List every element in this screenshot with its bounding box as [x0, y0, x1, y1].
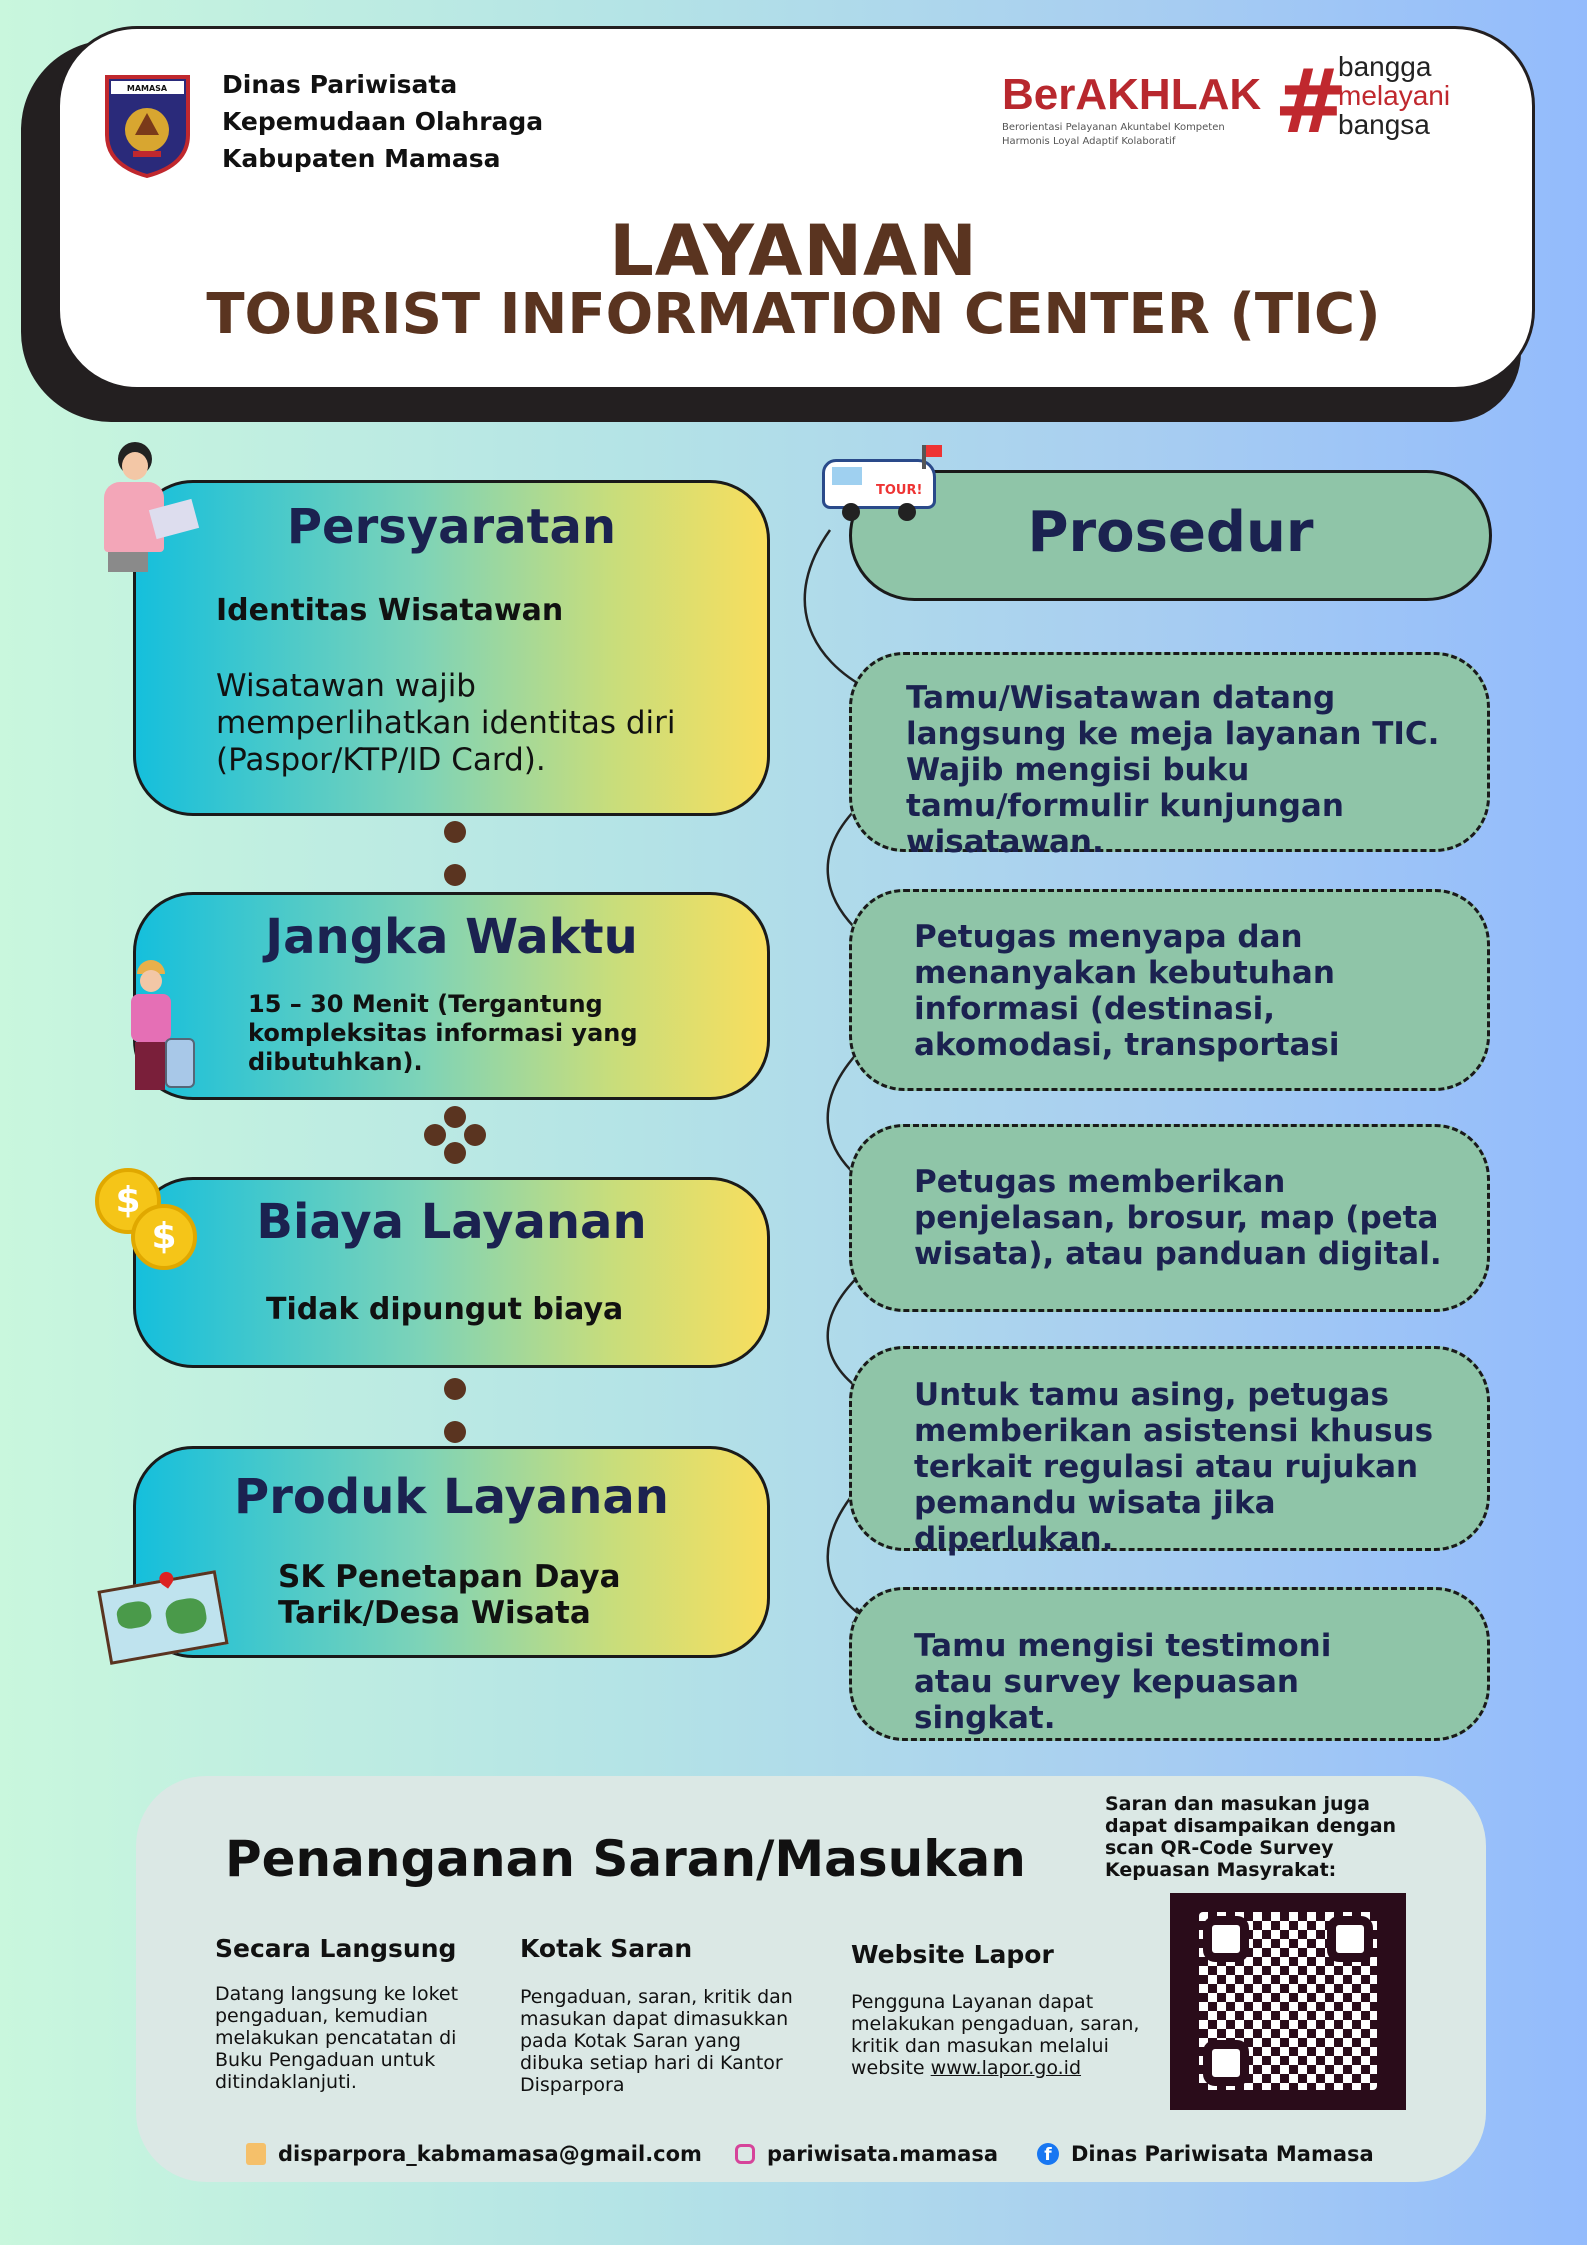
org-line: Dinas Pariwisata: [222, 70, 458, 99]
feedback-title: Penanganan Saran/Masukan: [225, 1830, 1026, 1888]
qr-caption: Saran dan masukan juga dapat disampaikan…: [1105, 1793, 1397, 1881]
produk-layanan-card: Produk Layanan SK Penetapan Daya Tarik/D…: [133, 1446, 770, 1658]
page-title: LAYANAN: [609, 210, 978, 292]
email-text: disparpora_kabmamasa@gmail.com: [278, 2142, 702, 2166]
connector-dot: [444, 864, 466, 886]
procedure-step-2: [849, 889, 1490, 1091]
column-body-text: Pengguna Layanan dapat melakukan pengadu…: [851, 1991, 1140, 2079]
facebook-text: Dinas Pariwisata Mamasa: [1071, 2142, 1374, 2166]
card-body: SK Penetapan Daya Tarik/Desa Wisata: [278, 1559, 621, 1631]
header-card: [57, 26, 1535, 390]
facebook-contact[interactable]: f Dinas Pariwisata Mamasa: [1037, 2142, 1374, 2166]
instagram-icon: [735, 2144, 755, 2164]
qr-code-pattern: [1199, 1912, 1377, 2090]
card-title: Biaya Layanan: [256, 1194, 647, 1250]
step-text: Untuk tamu asing, petugas memberikan asi…: [914, 1377, 1434, 1557]
step-text: Petugas memberikan penjelasan, brosur, m…: [914, 1164, 1442, 1272]
column-title: Kotak Saran: [520, 1934, 693, 1963]
bus-label: TOUR!: [876, 483, 923, 498]
column-body: Pengguna Layanan dapat melakukan pengadu…: [851, 1991, 1146, 2079]
step-text: Tamu/Wisatawan datang langsung ke meja l…: [906, 680, 1440, 860]
step-text: Petugas menyapa dan menanyakan kebutuhan…: [914, 919, 1340, 1063]
berakhlak-logo: BerAKHLAK Berorientasi Pelayanan Akuntab…: [1002, 50, 1482, 155]
card-title: Persyaratan: [286, 499, 617, 555]
tour-bus-icon: TOUR!: [822, 445, 942, 525]
email-icon: [246, 2143, 266, 2165]
hashtag-icon: #: [1274, 50, 1348, 153]
column-title: Secara Langsung: [215, 1934, 457, 1963]
jangka-waktu-card: Jangka Waktu 15 – 30 Menit (Tergantung k…: [133, 892, 770, 1100]
facebook-icon: f: [1037, 2143, 1059, 2165]
card-title: Produk Layanan: [234, 1469, 669, 1525]
arrow: [803, 529, 871, 692]
procedure-step-3: [849, 1124, 1490, 1312]
column-body: Datang langsung ke loket pengaduan, kemu…: [215, 1983, 459, 2093]
column-title: Website Lapor: [851, 1940, 1054, 1969]
connector-dot: [444, 1378, 466, 1400]
logo-text: MAMASA: [127, 84, 168, 93]
lapor-link[interactable]: www.lapor.go.id: [930, 2057, 1082, 2079]
column-body: Pengaduan, saran, kritik dan masukan dap…: [520, 1986, 793, 2096]
mamasa-emblem-logo: MAMASA: [105, 75, 190, 178]
connector-dot: [444, 821, 466, 843]
instagram-text: pariwisata.mamasa: [767, 2142, 998, 2166]
biaya-layanan-card: Biaya Layanan Tidak dipungut biaya: [133, 1177, 770, 1368]
card-body: Tidak dipungut biaya: [266, 1292, 624, 1327]
procedure-step-1: [849, 652, 1490, 852]
card-body: 15 – 30 Menit (Tergantung kompleksitas i…: [248, 990, 638, 1076]
card-body: Wisatawan wajib memperlihatkan identitas…: [216, 668, 676, 778]
procedure-step-5: [849, 1587, 1490, 1741]
organization-name: Dinas Pariwisata Kepemudaan Olahraga Kab…: [222, 66, 543, 177]
procedure-step-4: [849, 1346, 1490, 1551]
woman-with-map-illustration: [100, 442, 200, 572]
traveler-illustration: [115, 958, 205, 1103]
berakhlak-tagline: Harmonis Loyal Adaptif Kolaboratif: [1002, 136, 1176, 147]
step-text: Tamu mengisi testimoni atau survey kepua…: [914, 1628, 1332, 1736]
prosedur-title: Prosedur: [1027, 500, 1314, 565]
org-line: Kabupaten Mamasa: [222, 144, 501, 173]
org-line: Kepemudaan Olahraga: [222, 107, 544, 136]
berakhlak-brand: BerAKHLAK: [1002, 70, 1262, 119]
connector-dot: [444, 1421, 466, 1443]
prosedur-header: [849, 470, 1492, 601]
card-subtitle: Identitas Wisatawan: [216, 593, 564, 628]
instagram-contact[interactable]: pariwisata.mamasa: [735, 2142, 998, 2166]
page-subtitle: TOURIST INFORMATION CENTER (TIC): [206, 282, 1381, 347]
hashtag-word: bangga: [1338, 51, 1432, 82]
persyaratan-card: Persyaratan Identitas Wisatawan Wisatawa…: [133, 480, 770, 816]
berakhlak-tagline: Berorientasi Pelayanan Akuntabel Kompete…: [1002, 122, 1225, 133]
email-contact[interactable]: disparpora_kabmamasa@gmail.com: [246, 2142, 702, 2166]
hashtag-word: bangsa: [1338, 109, 1430, 140]
hashtag-word: melayani: [1338, 80, 1451, 111]
coins-icon: $ $: [95, 1168, 205, 1270]
card-title: Jangka Waktu: [265, 909, 638, 965]
